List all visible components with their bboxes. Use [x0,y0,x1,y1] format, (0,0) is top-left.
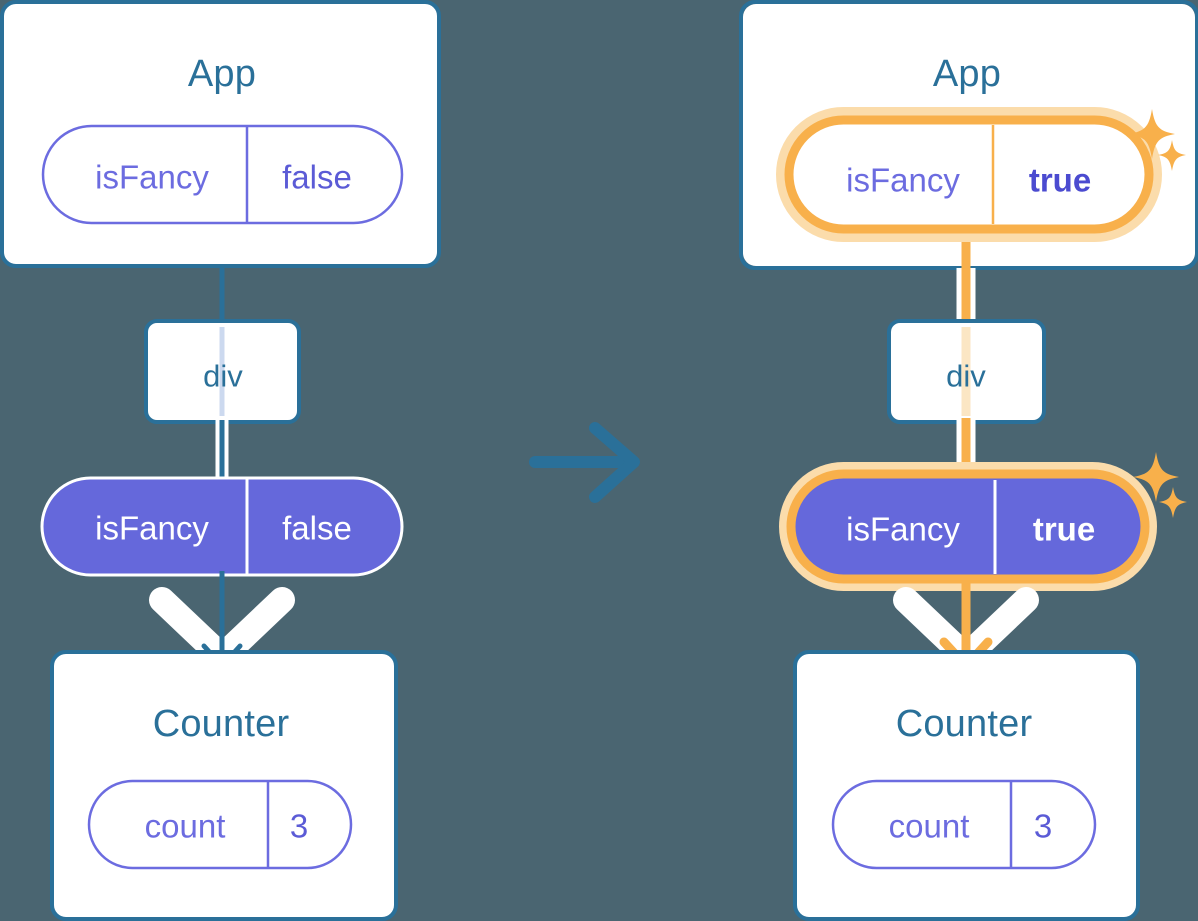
counter-pill-after [831,779,1097,870]
arrow-right-icon [529,422,640,503]
sparkle-large-icon-props-after [1133,452,1179,502]
counter-pill-before [87,779,353,870]
sparkle-large-icon-app-after [1129,109,1175,159]
app-pill-ring-after [784,115,1154,234]
props-pill-ring-after [786,469,1150,584]
sparkle-small-icon-app-after [1158,140,1186,171]
app-pill-before [41,124,404,225]
sparkle-small-icon-props-after [1159,487,1187,518]
